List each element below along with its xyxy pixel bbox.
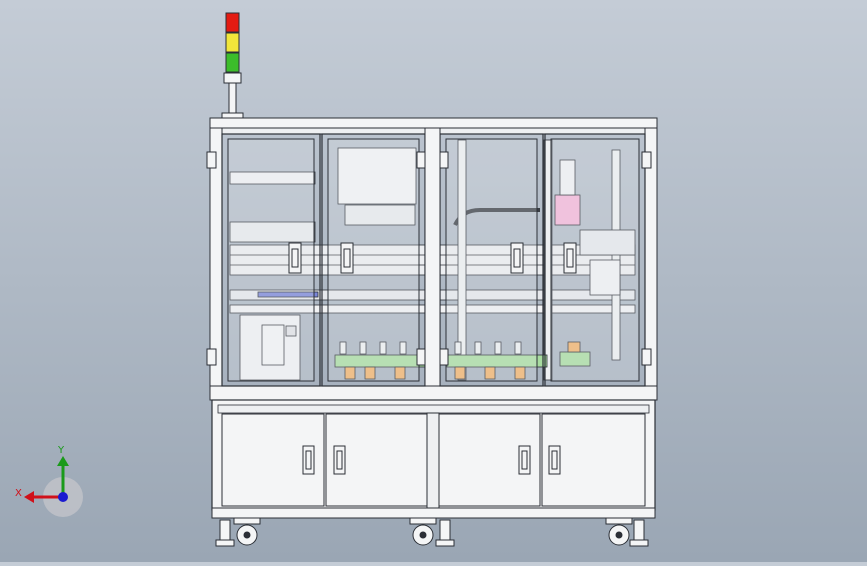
tower-pole <box>228 82 237 114</box>
cabinet-door-3[interactable] <box>438 413 541 507</box>
door-handle[interactable] <box>288 242 302 274</box>
caster-left <box>215 517 261 547</box>
door-handle[interactable] <box>340 242 354 274</box>
cabinet-doors[interactable] <box>221 413 646 507</box>
z-axis-dot <box>58 492 68 502</box>
glass-door-2[interactable] <box>321 133 426 387</box>
cabinet-door-2[interactable] <box>325 413 428 507</box>
glass-door-4[interactable] <box>544 133 646 387</box>
tower-mount <box>221 112 244 119</box>
casters <box>215 517 649 547</box>
tower-light-green <box>225 52 240 73</box>
x-axis-label: X <box>15 488 22 499</box>
tower-light-yellow <box>225 32 240 53</box>
x-axis-head <box>24 491 34 503</box>
blue-rail <box>257 291 319 298</box>
signal-tower[interactable] <box>221 12 244 119</box>
glass-door-1[interactable] <box>221 133 321 387</box>
axis-triad[interactable]: Y X <box>15 445 83 517</box>
cabinet-door-4[interactable] <box>541 413 646 507</box>
cabinet-handle[interactable] <box>548 445 561 475</box>
cabinet-handle[interactable] <box>302 445 315 475</box>
center-post <box>424 127 441 387</box>
cabinet-handle[interactable] <box>333 445 346 475</box>
y-axis-label: Y <box>57 445 65 456</box>
tower-light-red <box>225 12 240 33</box>
door-handle[interactable] <box>563 242 577 274</box>
tower-base <box>223 72 242 84</box>
door-hinges <box>206 151 652 366</box>
y-axis-head <box>57 456 69 466</box>
glass-door-3[interactable] <box>439 133 544 387</box>
cabinet-door-1[interactable] <box>221 413 325 507</box>
door-handle[interactable] <box>510 242 524 274</box>
cabinet-handle[interactable] <box>518 445 531 475</box>
caster-center <box>409 517 455 547</box>
glass-doors[interactable] <box>206 127 652 387</box>
caster-right <box>605 517 649 547</box>
